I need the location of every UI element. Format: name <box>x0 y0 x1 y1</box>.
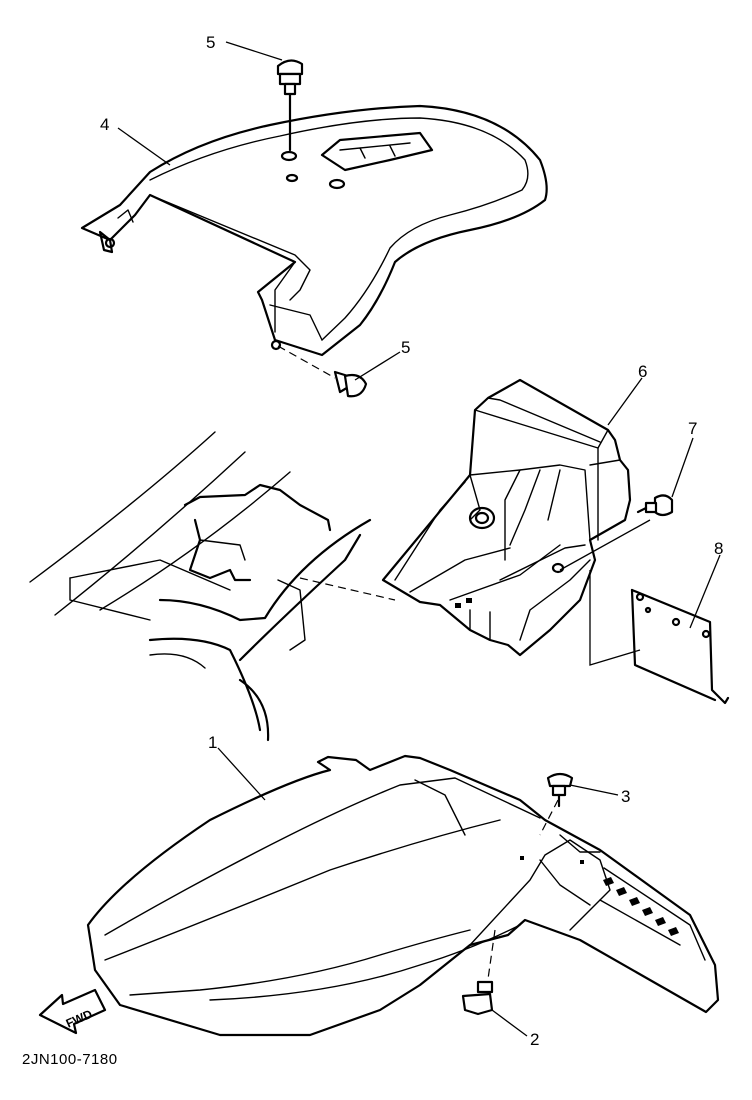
fwd-label: FWD <box>64 1007 95 1031</box>
callout-1: 1 <box>208 733 217 752</box>
callout-4: 4 <box>100 115 109 134</box>
part-2-nut <box>461 980 494 1016</box>
part-7-bolt <box>636 494 674 517</box>
diagram-code: 2JN100-7180 <box>22 1051 118 1068</box>
callout-3: 3 <box>621 787 630 806</box>
part-1-rear-fender <box>86 754 720 1037</box>
fwd-arrow-icon: FWD <box>38 988 107 1035</box>
callout-5-lower: 5 <box>401 338 410 357</box>
callout-5-top: 5 <box>206 33 215 52</box>
callout-7: 7 <box>688 419 697 438</box>
callout-6: 6 <box>638 362 647 381</box>
part-5-bolt-top <box>276 59 304 152</box>
part-5-bolt-lower <box>277 345 368 398</box>
part-6-tool-box <box>381 378 651 666</box>
part-4-rear-cover <box>80 104 548 357</box>
frame-subframe <box>29 431 396 742</box>
callout-8: 8 <box>714 539 723 558</box>
callout-2: 2 <box>530 1030 539 1049</box>
part-3-screw <box>546 772 574 808</box>
callout-leaders <box>117 41 721 1037</box>
part-8-plate <box>630 588 730 705</box>
